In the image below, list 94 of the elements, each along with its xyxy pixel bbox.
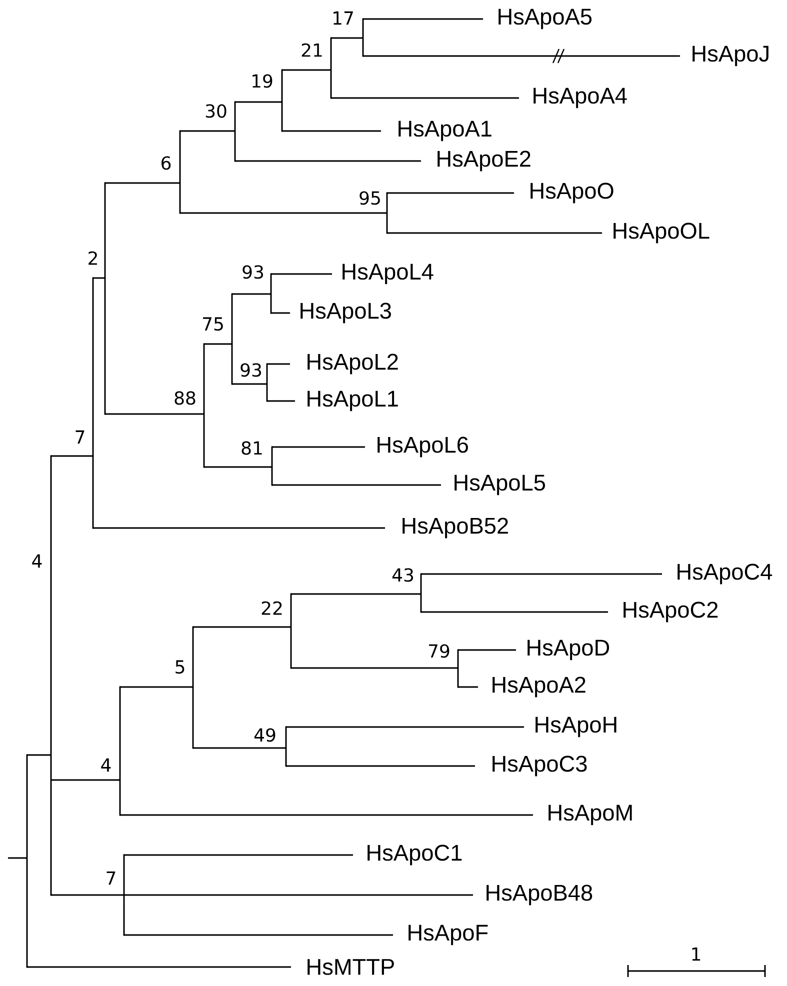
bootstrap-value: 93	[242, 265, 263, 279]
taxon-label: HsApoL3	[300, 302, 391, 324]
bootstrap-value: 7	[76, 430, 84, 444]
bootstrap-value: 79	[429, 644, 450, 658]
branch-line	[51, 779, 120, 781]
branch-line	[204, 466, 272, 468]
branch-line	[124, 934, 393, 936]
taxon-label: HsApoM	[548, 804, 632, 826]
branch-line	[271, 312, 290, 314]
taxon-label: HsMTTP	[308, 959, 394, 975]
branch-line	[180, 130, 235, 132]
bootstrap-value: 93	[240, 363, 262, 377]
bootstrap-value: 49	[254, 728, 276, 742]
branch-line	[27, 966, 291, 968]
taxon-label: HsApoA4	[534, 88, 627, 108]
branch-line	[235, 101, 282, 103]
taxon-label: HsApoE2	[438, 150, 530, 172]
branch-line	[331, 37, 363, 39]
taxon-label: HsApoL5	[454, 474, 545, 496]
bootstrap-value: 22	[262, 601, 282, 615]
branch-line	[421, 611, 608, 613]
bootstrap-value: 21	[302, 43, 322, 57]
branch-line	[363, 55, 680, 57]
taxon-label: HsApoOL	[614, 222, 710, 244]
branch-line	[93, 527, 385, 529]
branch-line	[387, 232, 602, 234]
branch-line	[421, 573, 662, 575]
branch-line	[272, 484, 441, 486]
branch-line	[286, 765, 475, 767]
taxon-label: HsApoC3	[492, 756, 587, 776]
branch-line	[51, 455, 93, 457]
taxon-label: HsApoA2	[492, 676, 586, 698]
taxon-label: HsApoL1	[308, 390, 398, 412]
taxon-label: HsApoL2	[308, 354, 398, 374]
taxon-label: HsApoD	[528, 640, 610, 660]
branch-line	[458, 649, 516, 651]
branch-line	[272, 446, 365, 448]
branch-line	[124, 854, 353, 856]
branch-line	[291, 667, 458, 669]
branch-line	[363, 18, 483, 20]
branch-line	[282, 130, 381, 132]
bootstrap-value: 88	[174, 391, 196, 405]
branch-line	[235, 160, 421, 162]
bootstrap-value: 17	[334, 11, 353, 25]
bootstrap-value: 6	[162, 156, 171, 170]
taxon-label: HsApoA5	[498, 8, 592, 30]
branch-line	[180, 212, 387, 214]
branch-line	[387, 192, 514, 194]
branch-line	[267, 400, 295, 402]
branch-line	[267, 363, 290, 365]
branch-line	[124, 894, 473, 896]
bootstrap-value: 95	[360, 191, 380, 205]
branch-line	[282, 69, 331, 71]
taxon-label: HsApoH	[536, 716, 616, 738]
bootstrap-value: 4	[32, 554, 42, 568]
branch-line	[93, 277, 105, 279]
taxon-label: HsApoL4	[342, 264, 434, 284]
branch-line	[8, 857, 27, 859]
branch-line	[120, 686, 193, 688]
taxon-label: HsApoC2	[624, 602, 718, 622]
taxon-label: HsApoL6	[378, 436, 468, 458]
taxon-label: HsApoC1	[368, 844, 462, 866]
branch-line	[271, 273, 332, 275]
branch-line	[193, 747, 286, 749]
bootstrap-value: 75	[203, 317, 223, 331]
bootstrap-value: 2	[88, 251, 97, 265]
bootstrap-value: 30	[206, 104, 226, 118]
bootstrap-value: 4	[101, 758, 111, 772]
branch-line	[331, 97, 519, 99]
branch-line	[51, 894, 124, 896]
taxon-label: HsApoC4	[678, 564, 772, 584]
branch-line	[458, 686, 478, 688]
branch-line	[105, 413, 204, 415]
taxon-label: HsApoA1	[398, 120, 492, 142]
branch-line	[232, 383, 267, 385]
branch-line	[105, 182, 180, 184]
branch-line	[193, 626, 291, 628]
taxon-label: HsApoF	[408, 924, 488, 946]
bootstrap-value: 81	[242, 441, 262, 455]
branch-line	[286, 726, 524, 728]
taxon-label: HsApoB52	[402, 518, 508, 538]
branch-line	[204, 343, 232, 345]
branch-line	[291, 593, 421, 595]
branch-line	[120, 814, 533, 816]
taxon-label: HsApoB48	[486, 884, 592, 906]
branch-line	[27, 754, 51, 756]
bootstrap-value: 7	[106, 871, 116, 885]
bootstrap-value: 43	[392, 568, 414, 582]
branch-line	[232, 293, 271, 295]
taxon-label: HsApoJ	[692, 46, 768, 66]
bootstrap-value: 19	[252, 74, 272, 88]
taxon-label: HsApoO	[530, 182, 614, 204]
bootstrap-value: 5	[176, 660, 184, 674]
scale-label: 1	[692, 947, 700, 961]
